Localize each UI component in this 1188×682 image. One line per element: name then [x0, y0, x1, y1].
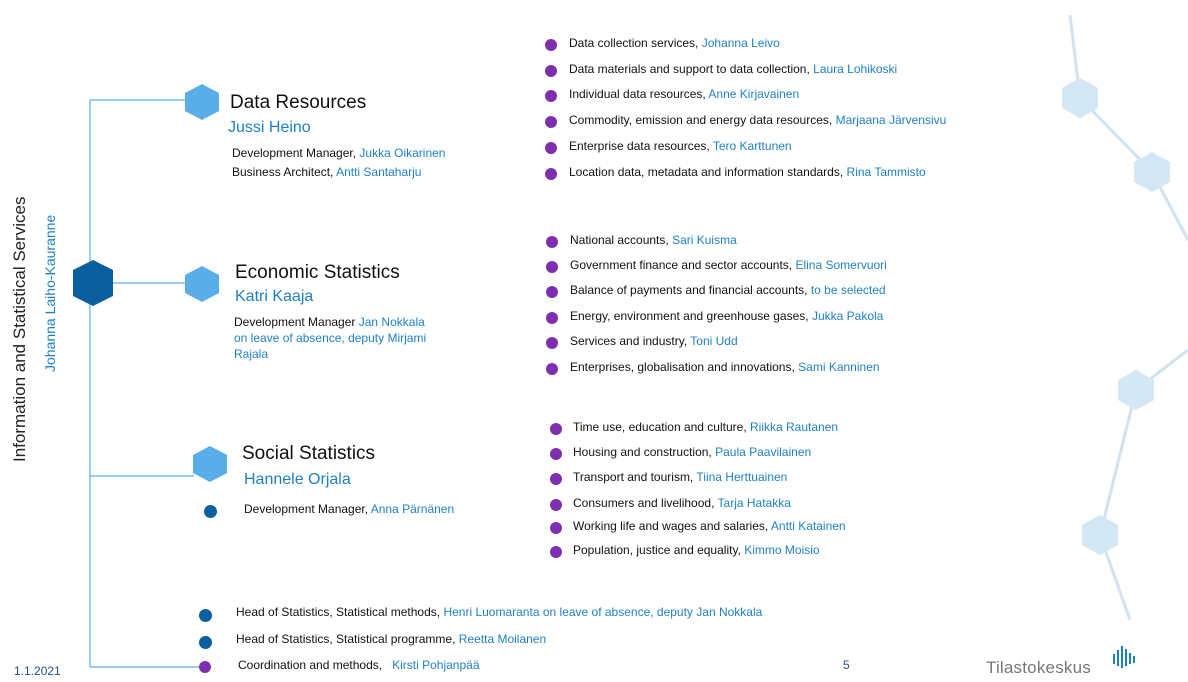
role-line: on leave of absence, deputy Mirjami [234, 331, 427, 345]
bullet-dot [199, 636, 212, 649]
section-title-data-resources: Data Resources [230, 92, 367, 113]
list-item: Population, justice and equality, Kimmo … [573, 543, 820, 557]
role-line: Rajala [234, 347, 269, 361]
section-node-social [193, 446, 227, 482]
list-item: Balance of payments and financial accoun… [570, 283, 886, 297]
list-item: Individual data resources, Anne Kirjavai… [569, 87, 800, 101]
logo-text: Tilastokeskus [986, 658, 1091, 677]
bullet-dot [199, 661, 211, 673]
bullet-dot [546, 261, 558, 273]
role-line: Development Manager Jan Nokkala [234, 315, 425, 329]
section-title-social: Social Statistics [242, 443, 376, 464]
division-title: Information and Statistical Services [10, 196, 29, 462]
list-item: Data collection services, Johanna Leivo [569, 36, 780, 50]
decorative-hexagons [1062, 78, 1170, 555]
list-item: Enterprises, globalisation and innovatio… [570, 360, 880, 374]
list-item: Coordination and methods, Kirsti Pohjanp… [238, 658, 480, 672]
list-item: Enterprise data resources, Tero Karttune… [569, 139, 792, 153]
list-item: Head of Statistics, Statistical programm… [236, 632, 547, 646]
section-node-economic [185, 266, 219, 302]
bullet-dot [546, 312, 558, 324]
list-item: Time use, education and culture, Riikka … [573, 420, 839, 434]
bullet-dot [550, 499, 562, 511]
bullet-dot [546, 363, 558, 375]
section-node-data-resources [185, 84, 219, 120]
footer-date: 1.1.2021 [14, 664, 61, 678]
page-number: 5 [843, 658, 850, 672]
bullet-dot [545, 65, 557, 77]
bullet-dot [550, 546, 562, 558]
division-head: Johanna Laiho-Kauranne [42, 214, 58, 372]
logo-bars-icon [1113, 646, 1135, 668]
bullet-dot [546, 236, 558, 248]
list-item: Transport and tourism, Tiina Herttuainen [573, 470, 788, 484]
bullet-dot [550, 522, 562, 534]
bullet-dot [545, 39, 557, 51]
list-item: Energy, environment and greenhouse gases… [570, 309, 884, 323]
division-node [73, 260, 113, 306]
list-item: Services and industry, Toni Udd [570, 334, 738, 348]
list-item: National accounts, Sari Kuisma [570, 233, 737, 247]
list-item: Government finance and sector accounts, … [570, 258, 887, 272]
bullet-dot [545, 142, 557, 154]
list-item: Commodity, emission and energy data reso… [569, 113, 947, 127]
role-line: Development Manager, Anna Pärnänen [244, 502, 455, 516]
list-item: Location data, metadata and information … [569, 165, 926, 179]
bullet-dot [550, 473, 562, 485]
tree-lines [89, 99, 200, 668]
role-line: Development Manager, Jukka Oikarinen [232, 146, 446, 160]
list-item: Housing and construction, Paula Paavilai… [573, 445, 812, 459]
bullet-dot [546, 286, 558, 298]
section-roles-economic: Development Manager Jan Nokkala on leave… [234, 314, 426, 362]
section-head-social: Hannele Orjala [244, 471, 351, 488]
bullet-dot [199, 609, 212, 622]
bullet-dot [546, 337, 558, 349]
role-line: Business Architect, Antti Santaharju [232, 165, 422, 179]
section-head-economic: Katri Kaaja [235, 288, 314, 305]
bullet-dot [545, 168, 557, 180]
bullet-dot [550, 423, 562, 435]
section-roles-social: Development Manager, Anna Pärnänen [244, 500, 454, 519]
list-item: Data materials and support to data colle… [569, 62, 898, 76]
list-item: Consumers and livelihood, Tarja Hatakka [573, 496, 791, 510]
list-item: Working life and wages and salaries, Ant… [573, 519, 846, 533]
bullet-dot [545, 116, 557, 128]
section-roles-data-resources: Development Manager, Jukka Oikarinen Bus… [232, 144, 445, 182]
section-title-economic: Economic Statistics [235, 262, 400, 283]
list-item: Head of Statistics, Statistical methods,… [236, 605, 763, 619]
bullet-dot [545, 90, 557, 102]
bullet-dot [204, 505, 217, 518]
bullet-dot [550, 448, 562, 460]
section-head-data-resources: Jussi Heino [228, 119, 311, 136]
